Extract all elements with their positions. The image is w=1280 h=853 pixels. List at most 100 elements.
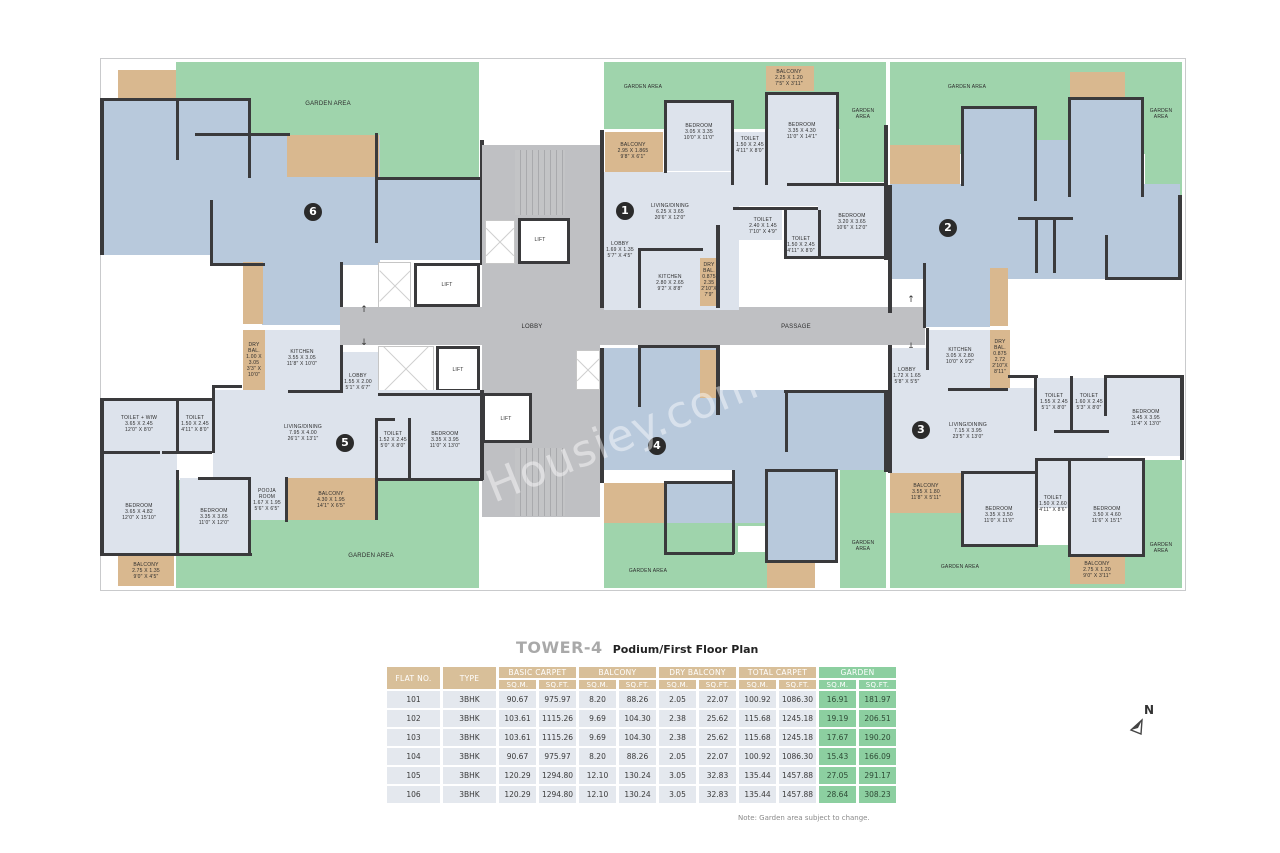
wall — [765, 92, 768, 185]
wall — [375, 133, 378, 243]
cell-flat: 101 — [387, 691, 440, 708]
floor-plan: GARDEN AREA 6 LIFT LIFT LIFT LIFT LOBBY … — [0, 0, 1280, 620]
wall — [176, 470, 179, 555]
flat1-balcony-top — [766, 66, 814, 91]
cell-dry-sqm: 2.05 — [659, 748, 696, 765]
wall — [1070, 376, 1073, 431]
wall — [100, 98, 250, 101]
cell-dry-sqft: 32.83 — [699, 767, 736, 784]
entry-arrow-icon: ↓ — [907, 342, 915, 352]
flat1-kitchen — [640, 250, 698, 308]
flat6-bedroom-3 — [375, 178, 480, 260]
flat6-kitchen — [262, 260, 342, 325]
wall — [888, 345, 892, 473]
flat3-balcony-bottom — [1070, 556, 1125, 584]
wall — [340, 262, 343, 324]
header-sqft: SQ.FT. — [699, 680, 736, 689]
wall — [1141, 97, 1144, 197]
floor-plan-subtitle: Podium/First Floor Plan — [612, 643, 759, 656]
north-arrow-icon — [1129, 718, 1143, 736]
header-sqm: SQ.M. — [499, 680, 536, 689]
staircase-top — [515, 150, 565, 215]
wall — [732, 470, 735, 554]
flat2-bedroom-1 — [963, 108, 1035, 184]
entry-arrow-icon: ↑ — [360, 305, 368, 315]
flat5-balcony-bottom-label: BALCONY 2.75 X 1.35 9'0" X 4'5" — [132, 562, 160, 580]
flat2-bedroom-2 — [1070, 98, 1142, 196]
wall — [638, 345, 720, 348]
wall — [835, 469, 838, 562]
flat5-toilet-2-label: TOILET 1.52 X 2.45 5'0" X 8'0" — [379, 431, 407, 449]
header-balcony: BALCONY — [579, 667, 656, 678]
plot-outline — [100, 58, 1186, 591]
cell-type: 3BHK — [443, 710, 496, 727]
cell-total-sqft: 1086.30 — [779, 691, 816, 708]
flat6-garden-label: GARDEN AREA — [305, 101, 351, 107]
flat-number-badge-1: 1 — [616, 202, 634, 220]
flat5-lobby-label: LOBBY 1.55 X 2.00 5'1" X 6'7" — [344, 373, 372, 391]
wall — [1068, 97, 1144, 100]
flat1-balcony-top-label: BALCONY 2.25 X 1.20 7'5" X 3'11" — [775, 69, 803, 87]
cell-basic-sqft: 1294.80 — [539, 786, 576, 803]
flat3-lobby-label: LOBBY 1.72 X 1.65 5'8" X 5'5" — [893, 367, 921, 385]
flat5-balcony-overlay — [287, 478, 375, 520]
wall — [765, 470, 768, 562]
wall — [1142, 458, 1145, 556]
wall — [884, 390, 888, 472]
flat1-toilet-3 — [786, 210, 818, 258]
flat1-bedroom-3-label: BEDROOM 3.20 X 3.65 10'6" X 12'0" — [836, 213, 868, 231]
cell-bal-sqm: 12.10 — [579, 786, 616, 803]
cell-basic-sqm: 90.67 — [499, 691, 536, 708]
flat4-toilet — [734, 470, 767, 525]
cell-bal-sqm: 8.20 — [579, 748, 616, 765]
wall — [948, 388, 1008, 391]
flat3-kitchen-label: KITCHEN 3.05 X 2.80 10'0" X 9'2" — [946, 347, 974, 365]
flat3-toilet-3-label: TOILET 1.50 X 2.60 4'11" X 8'6" — [1039, 495, 1067, 513]
flat2-dry-balcony — [990, 268, 1008, 326]
cell-basic-sqm: 103.61 — [499, 710, 536, 727]
wall — [664, 100, 667, 173]
cell-garden-sqft: 166.09 — [859, 748, 896, 765]
header-type: TYPE — [443, 667, 496, 689]
cell-garden-sqft: 291.17 — [859, 767, 896, 784]
flat3-balcony-bottom-label: BALCONY 2.75 X 1.20 9'0" X 3'11" — [1083, 561, 1111, 579]
cell-dry-sqft: 25.62 — [699, 710, 736, 727]
wall — [340, 345, 343, 393]
cell-dry-sqft: 22.07 — [699, 691, 736, 708]
cell-type: 3BHK — [443, 786, 496, 803]
shaft — [485, 220, 515, 264]
garden-label: GARDEN AREA — [947, 84, 987, 90]
cell-bal-sqft: 130.24 — [619, 767, 656, 784]
cell-garden-sqm: 15.43 — [819, 748, 856, 765]
flat5-bedroom-2-label: BEDROOM 3.35 X 3.65 11'0" X 12'0" — [198, 508, 230, 526]
flat3-toilet-3 — [1037, 460, 1069, 508]
north-label: N — [1144, 703, 1155, 717]
flat3-toilet-1 — [1036, 378, 1072, 430]
wall — [716, 225, 720, 308]
flat5-balcony-bottom — [118, 556, 174, 586]
cell-type: 3BHK — [443, 729, 496, 746]
cell-garden-sqft: 181.97 — [859, 691, 896, 708]
wall — [100, 398, 215, 401]
cell-dry-sqm: 2.38 — [659, 729, 696, 746]
wall — [375, 478, 483, 481]
flat1-toilet-1-label: TOILET 1.50 X 2.45 4'11" X 8'0" — [736, 136, 764, 154]
cell-garden-sqm: 28.64 — [819, 786, 856, 803]
wall — [195, 133, 290, 136]
wall — [212, 385, 215, 453]
cell-dry-sqm: 3.05 — [659, 767, 696, 784]
wall — [378, 393, 483, 396]
wall — [664, 552, 734, 555]
cell-garden-sqft: 190.20 — [859, 729, 896, 746]
wall — [1178, 195, 1182, 280]
cell-dry-sqft: 25.62 — [699, 729, 736, 746]
cell-basic-sqft: 1294.80 — [539, 767, 576, 784]
wall — [638, 248, 703, 251]
cell-basic-sqm: 120.29 — [499, 786, 536, 803]
cell-bal-sqft: 104.30 — [619, 729, 656, 746]
header-sqft: SQ.FT. — [859, 680, 896, 689]
open-void — [720, 345, 888, 390]
